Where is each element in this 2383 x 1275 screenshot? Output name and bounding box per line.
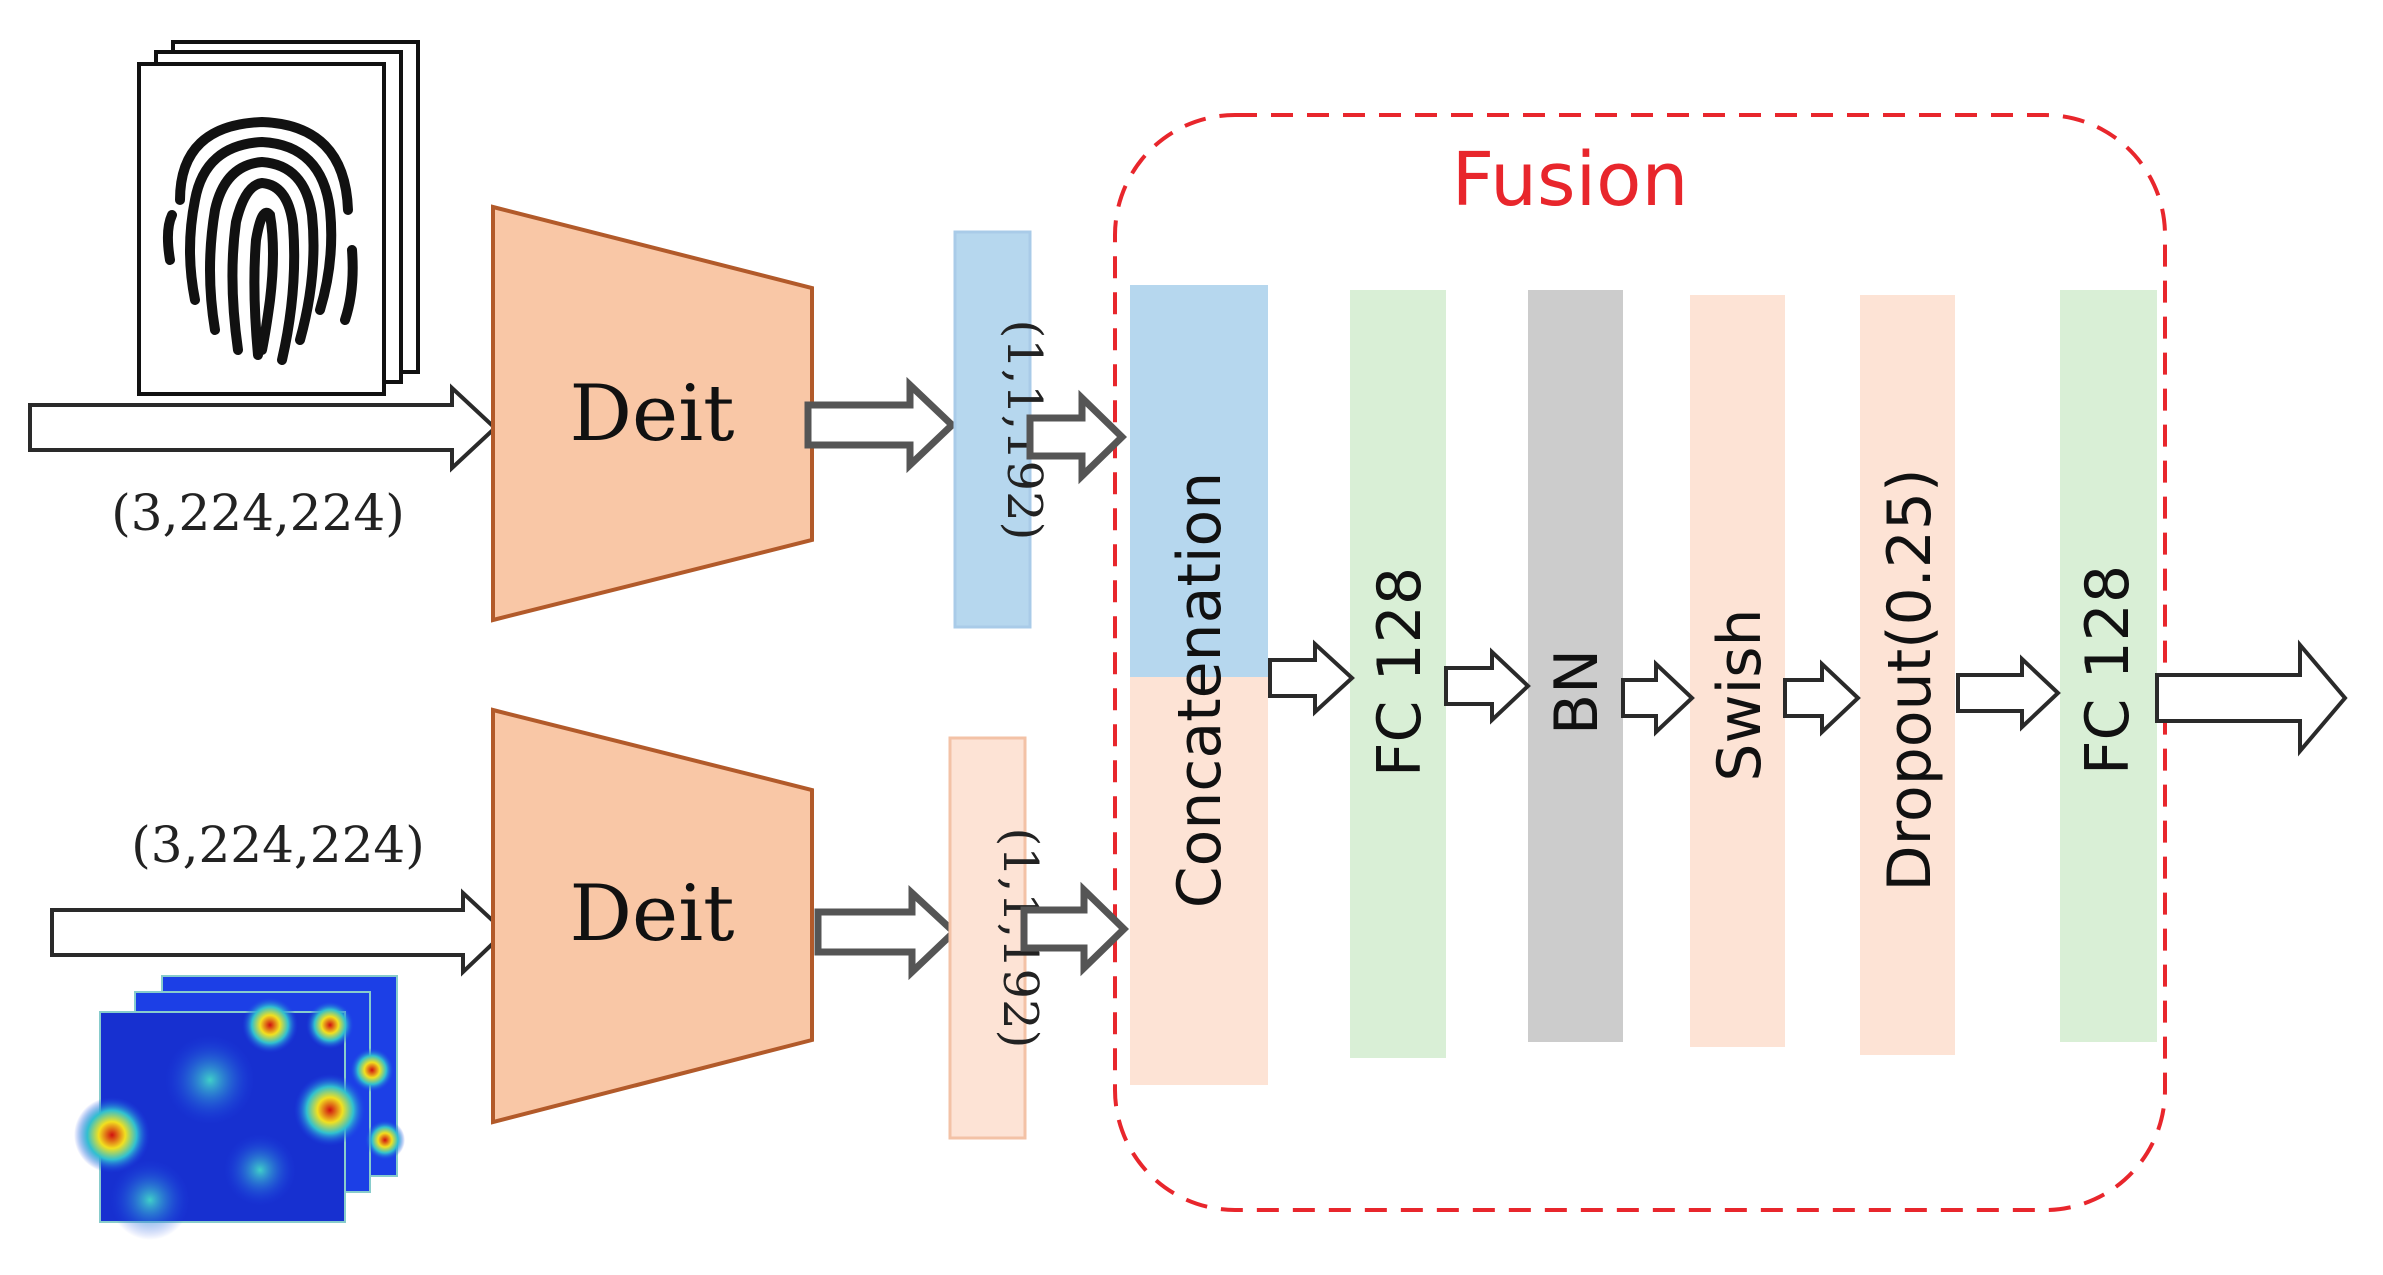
layer-fc128-2 [2060,290,2157,1042]
layer-label-bn: BN [1542,649,1612,735]
input-shape-top: (3,224,224) [111,484,404,542]
encoder-to-feature-arrow-bottom [814,884,960,981]
deit-label-bottom: Deit [570,869,735,959]
arrow-swish-to-dropout [1783,659,1861,737]
deit-label-top: Deit [570,369,735,459]
heatmap-icon [74,975,405,1240]
concat-top-part [1130,285,1268,677]
layer-label-fc128-1: FC 128 [1365,567,1435,777]
arrow-fc-to-bn [1444,647,1531,725]
layer-swish [1690,295,1785,1047]
layer-label-swish: Swish [1705,608,1775,781]
fusion-container [1113,113,2167,1212]
input-arrow-bottom [50,888,508,977]
arrow-dropout-to-fc [1956,654,2061,732]
feature-vector-bottom [948,736,1027,1140]
layer-bn [1528,290,1623,1042]
input-shape-bottom: (3,224,224) [131,816,424,874]
fusion-label: Fusion [1452,137,1689,223]
arrow-concat-to-fc [1268,639,1355,717]
layer-dropout [1860,295,1955,1055]
fingerprint-icon [137,40,420,396]
layer-label-concatenation: Concatenation [1165,472,1235,909]
feature-vector-top [953,230,1032,629]
layer-label-dropout: Dropout(0.25) [1875,468,1945,891]
input-arrow-top [28,383,498,473]
feature-to-concat-arrow-bottom [1020,881,1130,977]
output-arrow [2155,639,2348,757]
feature-to-concat-arrow-top [1026,389,1128,485]
deit-encoder-bottom [491,707,814,1125]
layer-label-fc128-2: FC 128 [2073,565,2143,775]
encoder-to-feature-arrow-top [804,376,958,474]
layer-fc128-1 [1350,290,1446,1058]
deit-encoder-top [491,204,814,623]
concat-bottom-part [1130,677,1268,1085]
arrow-bn-to-swish [1621,659,1695,737]
